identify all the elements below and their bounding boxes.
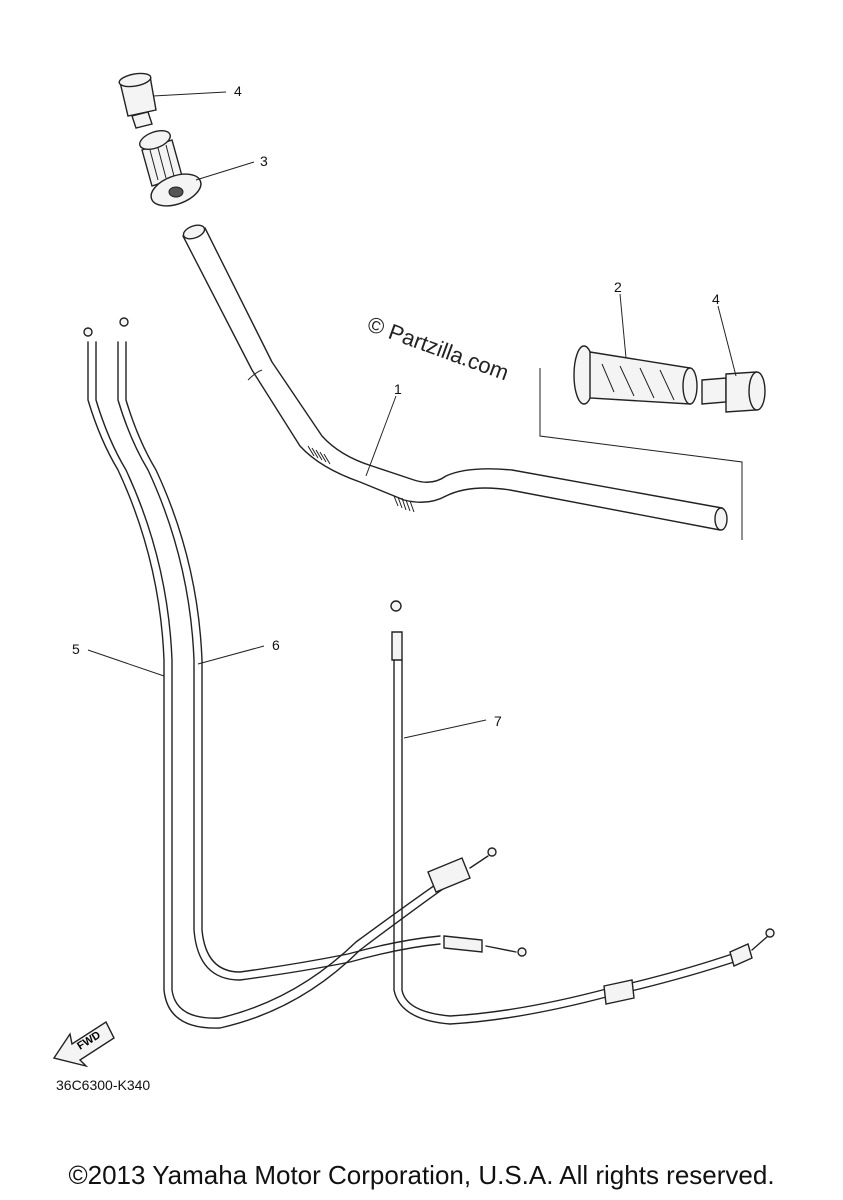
callout-2: 2: [614, 279, 622, 295]
callout-5: 5: [72, 641, 80, 657]
callout-3: 3: [260, 153, 268, 169]
grip-end-top[interactable]: [118, 71, 157, 129]
cable-7[interactable]: [390, 600, 775, 1025]
assembly-bracket: [539, 368, 743, 540]
handlebar[interactable]: [182, 223, 728, 531]
right-grip[interactable]: [573, 345, 698, 405]
callout-7: 7: [494, 713, 502, 729]
cable-6[interactable]: [117, 341, 527, 981]
grip-end-right[interactable]: [701, 371, 766, 413]
callout-4-right: 4: [712, 291, 720, 307]
callout-6: 6: [272, 637, 280, 653]
fwd-arrow-icon: FWD: [52, 1020, 115, 1068]
callout-4-top: 4: [234, 83, 242, 99]
leader-lines: [87, 91, 737, 739]
left-grip[interactable]: [137, 127, 205, 212]
watermark: © Partzilla.com: [364, 311, 512, 385]
cable-5[interactable]: [83, 317, 497, 1029]
diagram-code: 36C6300-K340: [56, 1077, 150, 1093]
copyright-notice: ©2013 Yamaha Motor Corporation, U.S.A. A…: [68, 1160, 775, 1190]
callout-1: 1: [394, 381, 402, 397]
